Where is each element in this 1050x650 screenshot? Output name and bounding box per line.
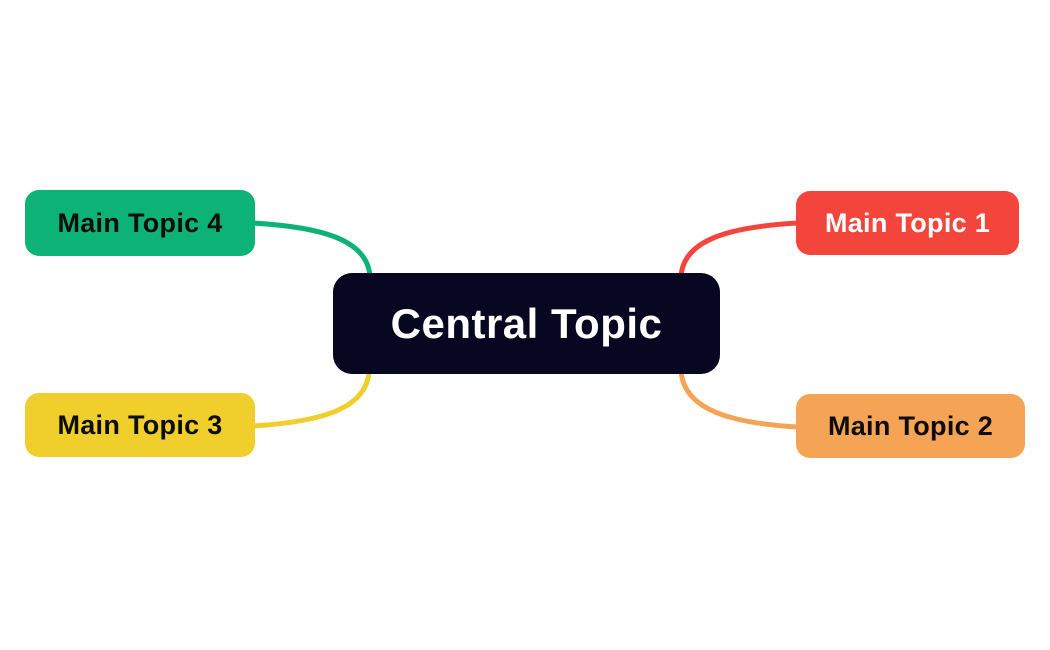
main-topic-4-node[interactable]: Main Topic 4 bbox=[25, 190, 255, 256]
connector-central-to-topic4 bbox=[250, 220, 373, 280]
main-topic-1-label: Main Topic 1 bbox=[824, 207, 991, 238]
main-topic-3-label: Main Topic 3 bbox=[57, 409, 223, 440]
main-topic-3-node[interactable]: Main Topic 3 bbox=[25, 393, 255, 457]
main-topic-1-node[interactable]: Main Topic 1 bbox=[796, 191, 1019, 255]
main-topic-2-node[interactable]: Main Topic 2 bbox=[796, 394, 1025, 458]
main-topic-2-label: Main Topic 2 bbox=[827, 410, 994, 441]
connector-central-to-topic2 bbox=[678, 367, 800, 430]
main-topic-4-label: Main Topic 4 bbox=[57, 207, 223, 238]
central-topic-label: Central Topic bbox=[390, 299, 663, 347]
connector-central-to-topic1 bbox=[678, 220, 800, 280]
central-topic-node[interactable]: Central Topic bbox=[333, 273, 720, 374]
connector-central-to-topic3 bbox=[250, 367, 372, 429]
